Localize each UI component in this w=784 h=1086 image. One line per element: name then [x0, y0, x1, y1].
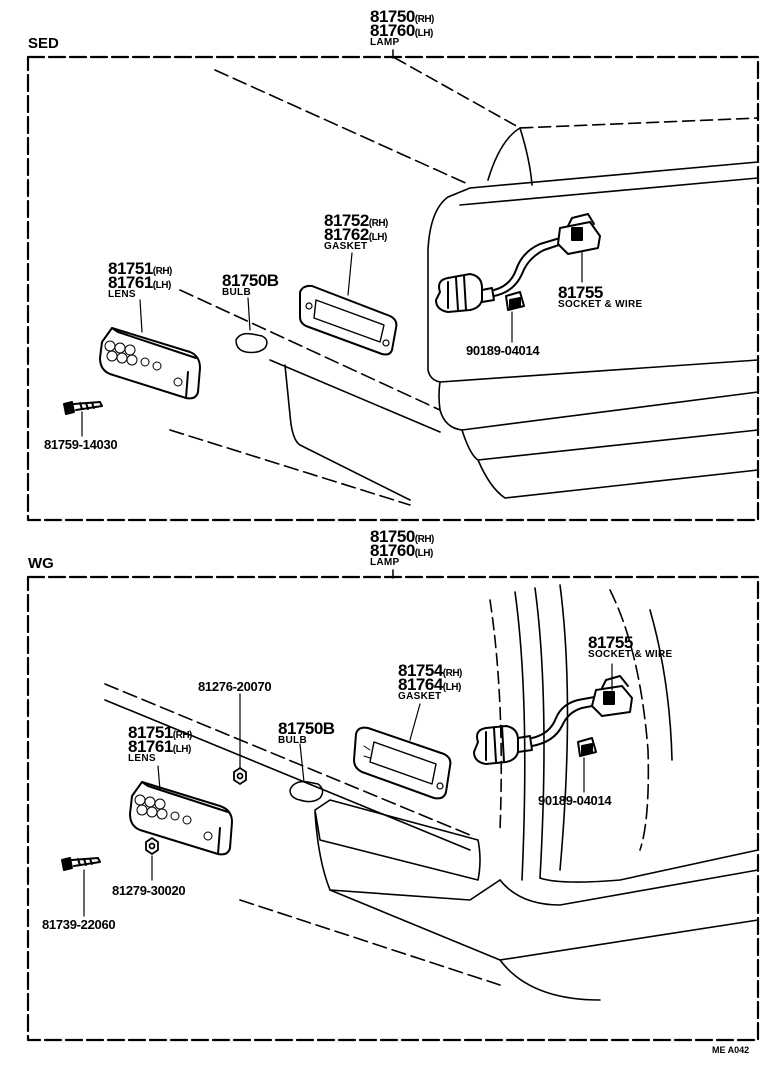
sed-lamp-lh-tag: (LH): [414, 28, 434, 39]
sed-clip-label: 90189-04014: [466, 343, 540, 358]
wg-lamp-caption: LAMP: [370, 557, 400, 568]
wg-lens-caption: LENS: [128, 753, 156, 764]
sed-lamp-rh-number: 81750: [370, 7, 415, 26]
wg-gasket-rh-label: 81754(RH): [398, 662, 462, 679]
sed-lens-lh-number: 81761: [108, 273, 153, 292]
sed-lamp-rh-tag: (RH): [414, 14, 435, 25]
sed-gasket-rh-tag: (RH): [368, 218, 389, 229]
wg-lens-pattern: [134, 794, 213, 841]
sed-bulb-part: [235, 332, 268, 354]
sed-car-body: [169, 57, 759, 506]
sed-bulb-caption: BULB: [222, 287, 251, 298]
sed-lens-rh-tag: (RH): [152, 266, 173, 277]
sed-lamp-caption: LAMP: [370, 37, 400, 48]
wg-screw-label: 81739-22060: [42, 917, 116, 932]
sed-lens-lh-tag: (LH): [152, 280, 172, 291]
sed-gasket-lh-number: 81762: [324, 225, 369, 244]
sed-lens-pattern: [104, 340, 183, 387]
sed-gasket-lh-tag: (LH): [368, 232, 388, 243]
sed-gasket-caption: GASKET: [324, 241, 368, 252]
sed-lens-leader: [139, 299, 143, 333]
sed-lens-rh-label: 81751(RH): [108, 260, 172, 277]
sed-bulb-leader: [247, 297, 251, 331]
sed-lamp-rh-label: 81750(RH): [370, 8, 434, 25]
sed-lens-part: [99, 327, 201, 400]
wg-panel-frame: [26, 575, 760, 1042]
wg-gasket-rh-tag: (RH): [442, 668, 463, 679]
wg-lens-lh-tag: (LH): [172, 744, 192, 755]
wg-lens-lh-label: 81761(LH): [128, 738, 191, 755]
wg-lamp-rh-number: 81750: [370, 527, 415, 546]
sed-lens-rh-number: 81751: [108, 259, 153, 278]
sed-socket-caption: SOCKET & WIRE: [558, 299, 643, 310]
wg-gasket-lh-label: 81764(LH): [398, 676, 461, 693]
sed-lamp-lh-number: 81760: [370, 21, 415, 40]
wg-gasket-lh-number: 81764: [398, 675, 443, 694]
sed-lens-lh-label: 81761(LH): [108, 274, 171, 291]
wg-nut-bottom-part: [145, 837, 159, 855]
sed-screw-label: 81759-14030: [44, 437, 118, 452]
wg-lamp-lh-label: 81760(LH): [370, 542, 433, 559]
wg-bulb-part: [289, 780, 324, 803]
wg-lens-part: [129, 781, 233, 856]
wg-lamp-lh-number: 81760: [370, 541, 415, 560]
wg-nut-top-part: [233, 767, 247, 785]
sed-lens-caption: LENS: [108, 289, 136, 300]
figure-code: ME A042: [712, 1045, 750, 1055]
wg-lens-rh-label: 81751(RH): [128, 724, 192, 741]
wg-bulb-number: 81750B: [278, 719, 335, 738]
sed-gasket-lh-label: 81762(LH): [324, 226, 387, 243]
wg-lamp-lh-tag: (LH): [414, 548, 434, 559]
sed-gasket-rh-label: 81752(RH): [324, 212, 388, 229]
wg-nut-top-label: 81276-20070: [198, 679, 272, 694]
sed-lamp-lh-label: 81760(LH): [370, 22, 433, 39]
wg-socket-caption: SOCKET & WIRE: [588, 649, 673, 660]
sed-section-label: SED: [28, 35, 59, 52]
wg-screw-part: [61, 857, 101, 871]
wg-lens-lh-number: 81761: [128, 737, 173, 756]
sed-socket-number: 81755: [558, 283, 603, 302]
sed-panel-frame: [26, 55, 760, 522]
wg-car-body: [104, 584, 759, 1001]
wg-clip-label: 90189-04014: [538, 793, 612, 808]
wg-gasket-part: [353, 726, 452, 800]
wg-lens-leader: [157, 765, 161, 791]
wg-socket-number: 81755: [588, 633, 633, 652]
sed-gasket-rh-number: 81752: [324, 211, 369, 230]
wg-lens-rh-tag: (RH): [172, 730, 193, 741]
wg-gasket-lh-tag: (LH): [442, 682, 462, 693]
wg-lamp-rh-label: 81750(RH): [370, 528, 434, 545]
sed-screw-part: [63, 401, 103, 415]
wg-lens-rh-number: 81751: [128, 723, 173, 742]
wg-gasket-rh-number: 81754: [398, 661, 443, 680]
wg-gasket-caption: GASKET: [398, 691, 442, 702]
sed-socket-part: [435, 213, 601, 313]
sed-bulb-number: 81750B: [222, 271, 279, 290]
wg-lamp-rh-tag: (RH): [414, 534, 435, 545]
wg-section-label: WG: [28, 555, 54, 572]
wg-gasket-leader: [409, 703, 421, 741]
wg-bulb-leader: [299, 743, 305, 783]
wg-socket-part: [473, 675, 633, 765]
sed-gasket-part: [299, 284, 398, 356]
wg-nut-bottom-label: 81279-30020: [112, 883, 186, 898]
wg-bulb-caption: BULB: [278, 735, 307, 746]
sed-gasket-leader: [347, 252, 353, 296]
